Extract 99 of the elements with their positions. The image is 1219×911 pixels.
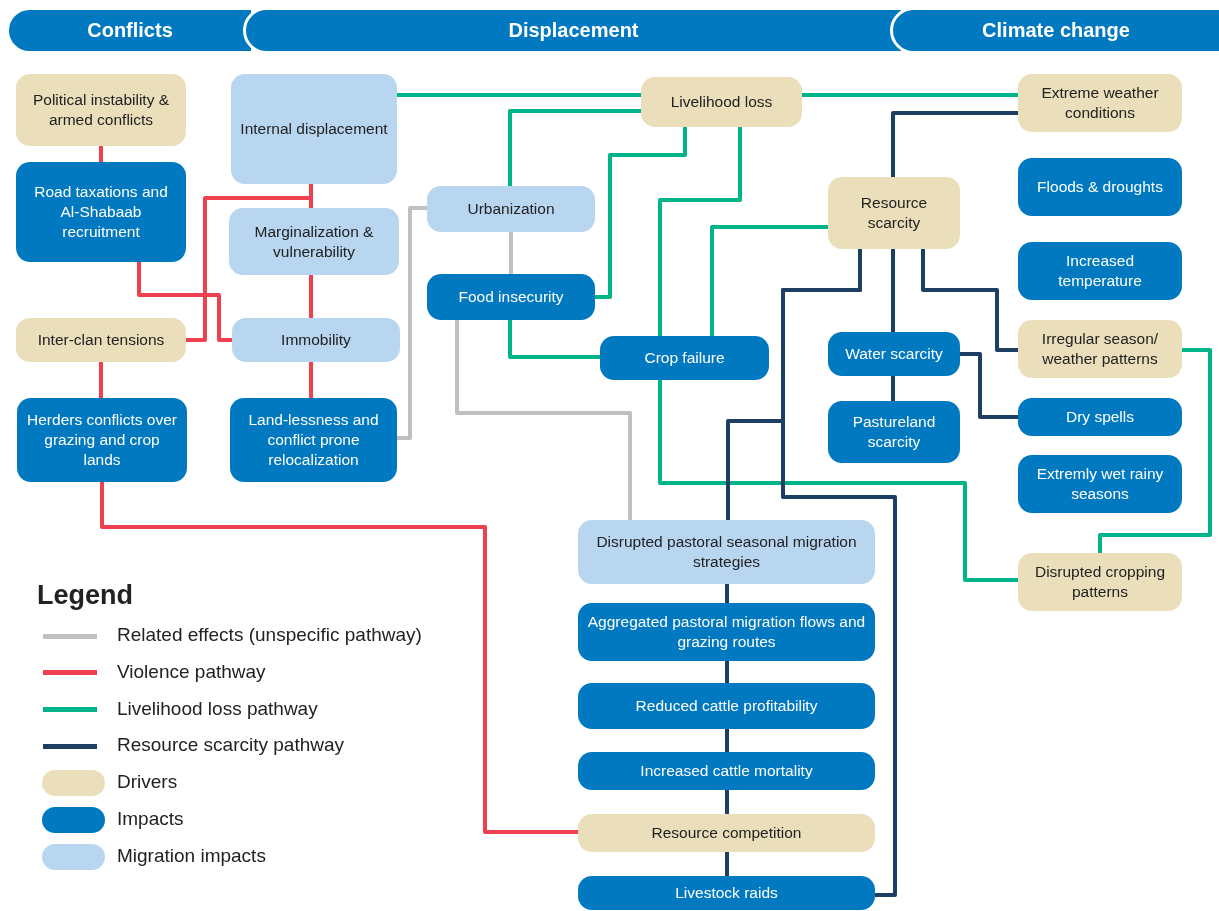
connector-line <box>921 249 1018 352</box>
node-label: Food insecurity <box>458 287 564 307</box>
connector-line <box>508 109 641 186</box>
impact-box <box>1018 158 1182 216</box>
impact-box <box>230 398 397 482</box>
node-label: Road taxations and Al-Shabaab recruitment <box>33 182 169 242</box>
node-label: Floods & droughts <box>1037 177 1163 197</box>
impact-box <box>17 398 187 482</box>
connector-line <box>309 275 313 318</box>
node-label: Disrupted pastoral seasonal migration strategies <box>595 532 858 572</box>
driver-box <box>16 318 186 362</box>
impact-box <box>1018 455 1182 513</box>
section-heading: Climate change <box>982 17 1130 43</box>
connector-line <box>725 661 729 683</box>
node-label: Disrupted cropping patterns <box>1033 562 1167 602</box>
node-label: Livestock raids <box>675 883 778 903</box>
driver-box <box>828 177 960 249</box>
node-label: Resource scarcity <box>859 193 929 233</box>
node-label: Increased temperature <box>1057 251 1143 291</box>
impact-box <box>427 274 595 320</box>
legend-title: Legend <box>37 580 133 611</box>
impact-box <box>578 683 875 729</box>
node-label: Herders conflicts over grazing and crop lands <box>26 410 178 470</box>
connector-line <box>137 262 232 342</box>
section-heading: Displacement <box>508 17 639 43</box>
node-label: Extreme weather conditions <box>1040 83 1160 123</box>
node-label: Extremly wet rainy seasons <box>1035 464 1165 504</box>
node-label: Reduced cattle profitability <box>635 696 818 716</box>
connector-line <box>455 320 632 520</box>
legend-label: Drivers <box>117 771 178 794</box>
connector-line <box>725 852 729 876</box>
node-label: Urbanization <box>467 199 555 219</box>
connector-line <box>508 320 600 359</box>
node-label: Immobility <box>281 330 351 350</box>
connector-line <box>725 584 729 603</box>
driver-box <box>1018 553 1182 611</box>
node-label: Internal displacement <box>240 119 388 139</box>
connector-line <box>397 93 641 97</box>
legend-label: Related effects (unspecific pathway) <box>117 624 422 646</box>
section-heading: Conflicts <box>87 17 173 43</box>
legend-label: Violence pathway <box>117 660 266 683</box>
connector-line <box>397 206 427 440</box>
impact-box <box>578 603 875 661</box>
node-label: Irregular season/ weather patterns <box>1040 329 1160 369</box>
node-label: Marginalization & vulnerability <box>253 221 375 262</box>
node-label: Political instability & armed conflicts <box>31 90 171 130</box>
connector-line <box>891 376 895 401</box>
node-label: Dry spells <box>1065 407 1134 427</box>
impact-box <box>16 162 186 262</box>
node-label: Water scarcity <box>845 344 943 364</box>
connector-line <box>99 146 103 162</box>
connector-line <box>186 184 313 342</box>
impact-box <box>828 401 960 463</box>
connector-line <box>891 111 1018 177</box>
driver-box <box>1018 74 1182 132</box>
node-label: Crop failure <box>644 348 725 368</box>
connector-line <box>960 352 1018 419</box>
impact-box <box>578 876 875 910</box>
node-label: Pastureland scarcity <box>851 412 937 452</box>
connector-line <box>658 127 742 336</box>
legend-label: Migration impacts <box>117 844 266 867</box>
driver-box <box>16 74 186 146</box>
impact-box <box>600 336 769 380</box>
connector-line <box>99 362 103 398</box>
driver-box <box>578 814 875 852</box>
connector-line <box>100 482 578 834</box>
node-label: Resource competition <box>651 823 802 843</box>
migration-impact-box <box>229 208 399 275</box>
impact-box <box>1018 398 1182 436</box>
migration-impact-box <box>232 318 400 362</box>
connector-line <box>725 790 729 814</box>
connector-line <box>658 380 1018 582</box>
connector-line <box>710 225 828 336</box>
node-label: Inter-clan tensions <box>37 330 165 350</box>
migration-impact-box <box>231 74 397 184</box>
connector-line <box>309 362 313 398</box>
migration-impact-box <box>578 520 875 584</box>
impact-box <box>828 332 960 376</box>
legend-label: Impacts <box>117 808 184 830</box>
driver-box <box>641 77 802 127</box>
connector-line <box>595 127 687 299</box>
connector-line <box>726 249 862 520</box>
impact-box <box>578 752 875 790</box>
node-label: Aggregated pastoral migration flows and grazing routes <box>586 612 867 652</box>
connector-line <box>891 249 895 332</box>
legend-label: Resource scarcity pathway <box>117 734 345 757</box>
node-label: Land-lessness and conflict prone relocalization <box>247 410 380 470</box>
connector-line <box>802 93 1018 97</box>
connector-line <box>725 729 729 752</box>
impact-box <box>1018 242 1182 300</box>
migration-impact-box <box>427 186 595 232</box>
legend-label: Livelihood loss pathway <box>117 697 318 720</box>
connector-line <box>509 232 513 274</box>
connector-line <box>1098 348 1212 553</box>
header-band <box>890 7 1219 54</box>
node-label: Livelihood loss <box>670 92 773 112</box>
header-band <box>243 7 904 54</box>
node-label: Increased cattle mortality <box>640 761 813 781</box>
driver-box <box>1018 320 1182 378</box>
